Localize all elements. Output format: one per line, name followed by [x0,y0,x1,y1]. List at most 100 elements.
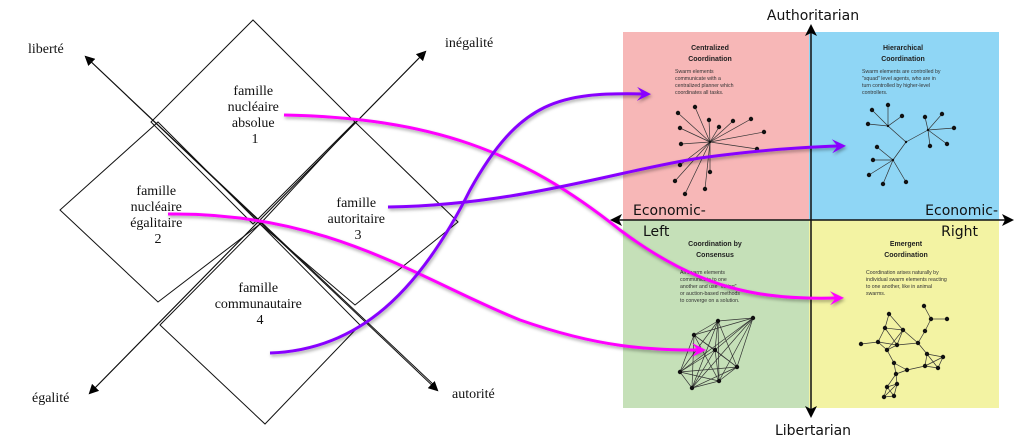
axis-label-economic-left-2: Left [643,224,670,240]
network-node [891,393,897,399]
network-node [927,143,933,149]
connector-egalitaire-to-consensus [167,212,701,352]
quadrant-hierarchical [809,32,999,220]
network-edge [694,106,711,143]
network-edge [691,317,754,389]
network-edge [679,371,693,389]
network-edge [887,125,907,143]
network-emergent-illustration [858,303,950,400]
network-edge [717,317,754,322]
network-edge [714,317,754,351]
network-edge [927,127,955,131]
network-node [706,117,712,123]
network-node [935,365,941,371]
network-edge [679,334,695,373]
network-edge [708,119,711,143]
axis-label-economic-right-1: Economic- [925,203,998,219]
axis-egalite-arrow [88,51,426,395]
network-edge [888,313,904,331]
network-node [891,158,895,162]
network-node [870,157,876,163]
network-edge [679,349,716,373]
network-node [677,125,683,131]
svg-text:Coordination arises naturally: Coordination arises naturally by individ… [866,270,948,297]
network-node [750,315,756,321]
diamond-family-2 [59,121,261,303]
network-edge [736,317,754,368]
network-node [893,371,899,377]
network-node [715,318,721,324]
network-node [880,181,886,187]
network-edge [679,127,711,143]
network-edge [677,112,711,143]
network-node [915,340,921,346]
network-edge [704,141,711,190]
connector-autoritaire-to-hierarchical [387,144,841,209]
network-edge [927,129,931,147]
network-node [734,364,740,370]
network-node [891,360,897,366]
diamond-family-4 [159,223,361,425]
network-node [882,325,888,331]
network-node [884,347,890,353]
axis-label-economic-right-2: Right [941,224,978,240]
network-edge [886,329,904,351]
network-edge [709,118,752,143]
network-edge [709,141,758,150]
network-centralized-illustration [672,104,767,197]
family-label-1: famille nucléaire absolue 1 [228,84,283,147]
network-node [928,316,934,322]
todd-family-diagram: liberté inégalité égalité autorité famil… [28,19,495,425]
connector-arrowhead [691,342,706,357]
axis-label-economic-left-1: Economic- [633,203,706,219]
network-node [692,104,698,110]
network-node [716,124,722,130]
network-edge [906,365,926,371]
network-node [874,144,880,150]
network-edge [923,305,932,320]
network-node [886,124,890,128]
network-node [869,107,875,113]
network-node [716,378,722,384]
network-edge [884,327,898,346]
network-edge [679,371,720,382]
network-node [922,363,928,369]
diamond-family-1 [150,19,356,225]
network-edge [924,356,944,367]
network-edge [718,317,754,382]
axis-label-authoritarian: Authoritarian [767,8,859,24]
network-edge [884,313,890,329]
network-node [761,129,767,135]
network-edge [714,349,720,382]
network-edge [693,320,719,336]
connector-arrows [167,86,846,357]
svg-text:Swarm elements are controlled: Swarm elements are controlled by "squad"… [862,69,942,96]
network-node [689,385,695,391]
network-edge [896,342,919,346]
network-edge [868,159,894,176]
network-node [858,341,864,347]
network-node [707,169,713,175]
quadrant-centralized [623,32,809,220]
network-edge [691,320,719,389]
network-edge [717,320,720,382]
network-edge [926,353,944,358]
svg-text:Swarm elements communi: Swarm elements communicate with a centra… [675,69,735,96]
connector-arrowhead [636,86,651,101]
network-node [921,303,927,309]
network-node [886,311,892,317]
network-edge [693,317,754,336]
connector-communautaire-to-centralized [269,92,646,355]
network-edge [709,120,734,143]
network-node [875,339,881,345]
network-node [922,328,928,334]
network-node [904,140,908,144]
network-edge [679,317,754,373]
network-node [691,332,697,338]
network-edge [714,320,719,351]
network-edge [860,341,879,345]
network-edge [882,159,894,185]
network-node [678,141,684,147]
